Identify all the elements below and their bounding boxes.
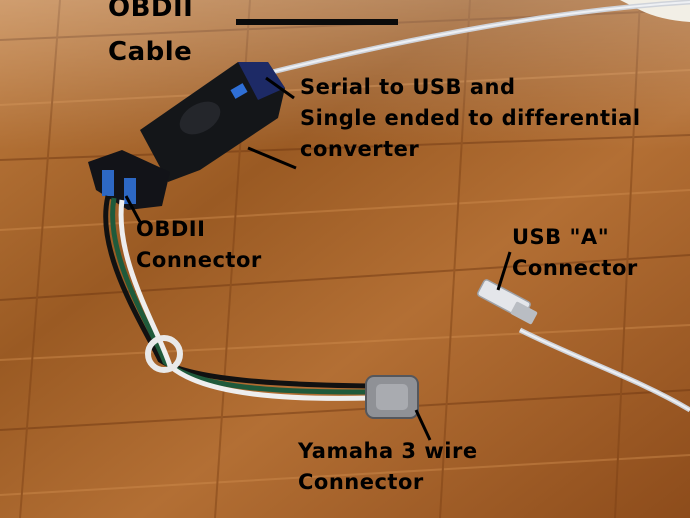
converter-body	[140, 62, 285, 182]
label-yamaha-connector: Yamaha 3 wire Connector	[298, 436, 478, 498]
label-usb-a-connector: USB "A" Connector	[512, 222, 638, 284]
label-yamaha-connector-line-2: Connector	[298, 470, 424, 494]
wire-knot	[145, 335, 183, 373]
label-usb-a-connector-line-2: Connector	[512, 256, 638, 280]
wire-harness-black	[103, 195, 373, 389]
label-obdii-cable-line-1: OBDII	[108, 0, 194, 23]
label-pointers	[124, 76, 512, 441]
usb-a-plug	[477, 279, 538, 325]
label-yamaha-connector-line-1: Yamaha 3 wire	[298, 439, 478, 463]
label-obdii-cable-line-2: Cable	[108, 37, 193, 67]
label-serial-converter-line-3: converter	[300, 137, 420, 161]
label-serial-converter-line-2: Single ended to differential	[300, 106, 641, 130]
yamaha-connector	[365, 375, 419, 419]
label-obdii-cable: OBDII Cable	[108, 0, 193, 74]
label-serial-converter-line-1: Serial to USB and	[300, 75, 516, 99]
label-obdii-connector: OBDII Connector	[136, 214, 262, 276]
label-usb-a-connector-line-1: USB "A"	[512, 225, 610, 249]
label-obdii-connector-line-1: OBDII	[136, 217, 206, 241]
wire-harness-green	[110, 197, 373, 395]
label-obdii-connector-line-2: Connector	[136, 248, 262, 272]
label-serial-converter: Serial to USB and Single ended to differ…	[300, 72, 641, 165]
